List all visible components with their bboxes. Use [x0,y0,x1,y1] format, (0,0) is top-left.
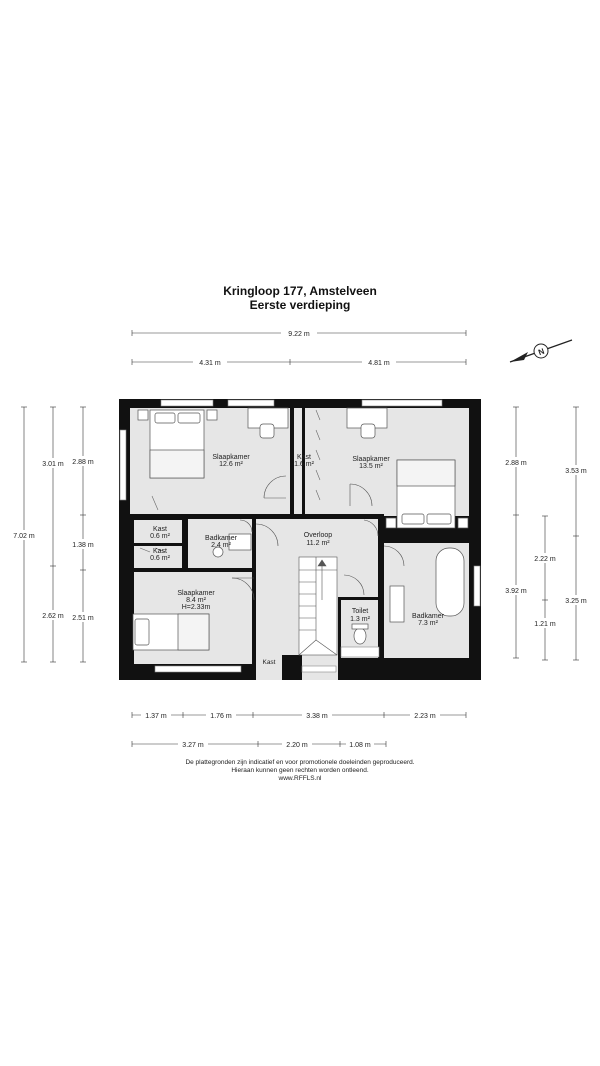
dim-bottom-6: 2.20 m [286,742,308,749]
room-area: 8.4 m² [186,597,207,604]
room-area: 0.6 m² [150,555,171,562]
toilet-icon [353,627,367,645]
sink-icon [212,546,224,558]
room-kast-3 [134,546,182,570]
dim-top-right: 4.81 m [368,360,390,367]
room-area: 0.6 m² [150,533,171,540]
room-label: Kast [297,454,311,461]
room-kast-1 [294,408,302,516]
dim-right-outer-top: 3.53 m [565,468,587,475]
disclaimer-line-2: Hieraan kunnen geen rechten worden ontle… [231,767,369,774]
disclaimer-line-1: De plattegronden zijn indicatief en voor… [185,759,415,766]
dim-left-mid-bottom: 2.62 m [42,613,64,620]
room-area: 7.3 m² [418,620,439,627]
dim-bottom-4: 2.23 m [414,713,436,720]
door-swing [263,475,287,499]
room-label: Overloop [304,532,333,539]
room-area: 12.6 m² [219,461,243,468]
window [160,399,214,407]
website-link: www.RFFLS.nl [278,775,322,782]
dim-left-inner-mid: 1.38 m [72,542,94,549]
room-label: Slaapkamer [177,590,215,597]
dim-left-inner-bottom: 2.51 m [72,615,94,622]
room-label: Toilet [352,608,368,615]
floor-title: Eerste verdieping [249,298,351,312]
address-title: Kringloop 177, Amstelveen [223,284,377,298]
room-height: H=2.33m [182,604,211,611]
room-area: 1.3 m² [350,616,371,623]
building: Slaapkamer 12.6 m² Kast 1.6 m² Slaapkame… [119,399,481,680]
room-label: Slaapkamer [352,456,390,463]
dim-bottom-1: 1.37 m [145,713,167,720]
sink-icon [389,585,405,623]
dim-bottom-5: 3.27 m [182,742,204,749]
room-kast-4 [256,655,282,668]
room-area: 11.2 m² [306,540,330,547]
dim-bottom-3: 3.38 m [306,713,328,720]
dim-right-mid-1: 2.22 m [534,556,556,563]
dim-bottom-7: 1.08 m [349,742,371,749]
dim-right-mid-2: 1.21 m [534,621,556,628]
dim-left-total: 7.02 m [13,533,35,540]
room-label: Badkamer [205,535,238,542]
dim-top-total: 9.22 m [288,331,310,338]
room-label: Kast [153,526,167,533]
dim-bottom-2: 1.76 m [210,713,232,720]
dim-right-inner-top: 2.88 m [505,460,527,467]
dim-left-inner-top: 2.88 m [72,459,94,466]
staircase [298,556,338,656]
compass-north-label: N [537,347,546,358]
room-area: 13.5 m² [359,463,383,470]
dim-right-outer-bottom: 3.25 m [565,598,587,605]
dim-left-mid-top: 3.01 m [42,461,64,468]
bathtub-icon [435,547,465,617]
room-area: 1.6 m² [294,461,315,468]
room-label: Slaapkamer [212,454,250,461]
room-label: Badkamer [412,613,445,620]
dim-top-left: 4.31 m [199,360,221,367]
room-label: Kast [153,548,167,555]
room-label: Kast [262,659,275,666]
room-area: 2.4 m² [211,542,232,549]
compass-icon: N [509,339,573,363]
dim-right-inner-bottom: 3.92 m [505,588,527,595]
room-kast-2 [134,520,182,543]
plan-title: Kringloop 177, Amstelveen Eerste verdiep… [0,284,600,312]
